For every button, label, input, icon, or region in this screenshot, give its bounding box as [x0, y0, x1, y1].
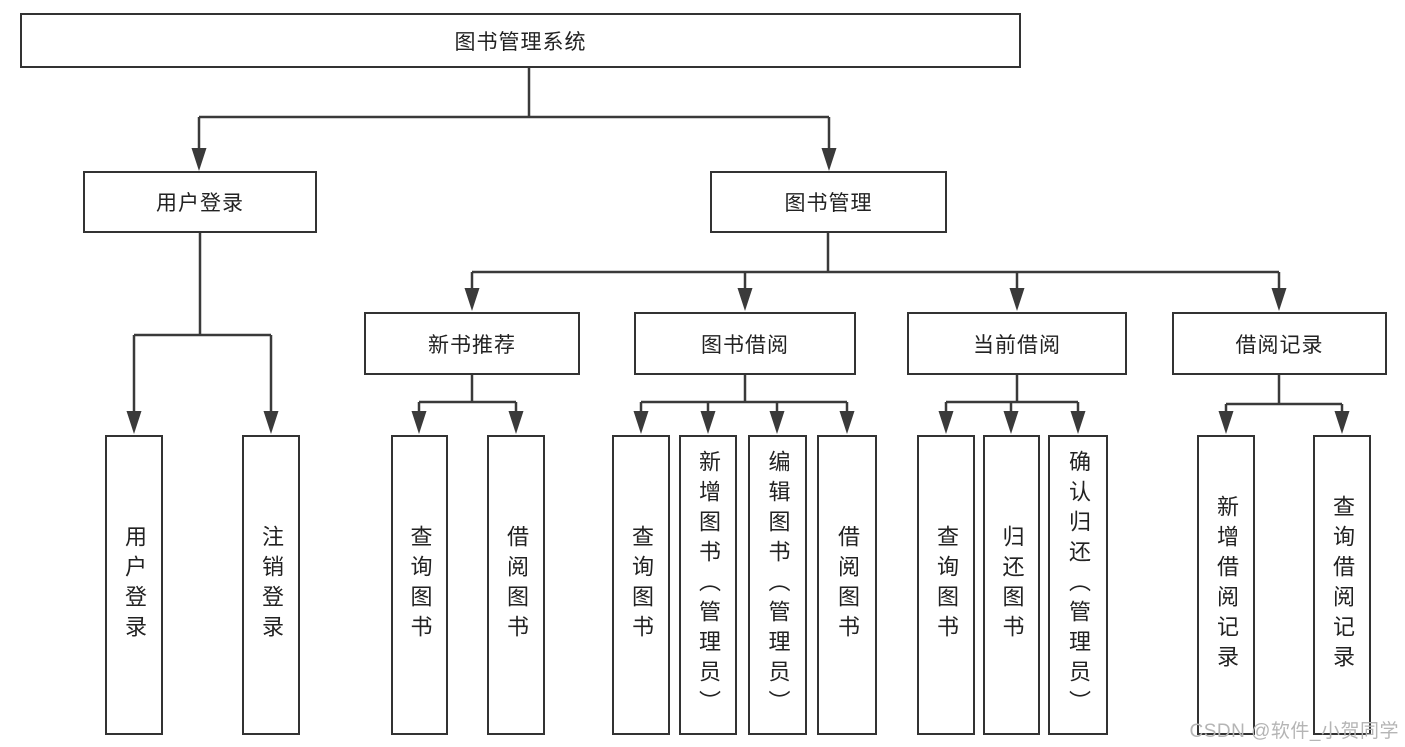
leaf-query-books-borrow: 查询图书: [612, 435, 670, 735]
arrow-down-icon: [126, 411, 142, 434]
arrow-down-icon: [1334, 411, 1350, 434]
csdn-watermark: CSDN @软件_小贺同学: [1189, 721, 1399, 742]
arrow-down-icon: [700, 411, 716, 434]
node-borrow-records: 借阅记录: [1172, 312, 1387, 375]
arrow-down-icon: [1009, 288, 1025, 311]
leaf-label: 编辑图书（管理员）: [765, 450, 791, 720]
arrow-down-icon: [821, 148, 837, 171]
arrow-down-icon: [1070, 411, 1086, 434]
leaf-return-book: 归还图书: [983, 435, 1040, 735]
leaf-add-borrow-record: 新增借阅记录: [1197, 435, 1255, 735]
leaf-borrow-books-borrow: 借阅图书: [817, 435, 877, 735]
leaf-logout: 注销登录: [242, 435, 300, 735]
node-book-borrowing: 图书借阅: [634, 312, 856, 375]
node-new-book-recommend: 新书推荐: [364, 312, 580, 375]
leaf-label: 借阅图书: [835, 525, 860, 645]
leaf-edit-book-admin: 编辑图书（管理员）: [748, 435, 807, 735]
leaf-query-books-newbook: 查询图书: [391, 435, 448, 735]
leaf-label: 查询图书: [629, 525, 654, 645]
leaf-label: 用户登录: [122, 525, 147, 645]
arrow-down-icon: [1003, 411, 1019, 434]
leaf-label: 查询图书: [934, 525, 959, 645]
arrow-down-icon: [411, 411, 427, 434]
leaf-label: 新增图书（管理员）: [696, 450, 721, 720]
arrow-down-icon: [633, 411, 649, 434]
arrow-down-icon: [1271, 288, 1287, 311]
node-current-borrowing: 当前借阅: [907, 312, 1127, 375]
leaf-query-books-current: 查询图书: [917, 435, 975, 735]
leaf-label: 借阅图书: [504, 525, 529, 645]
arrow-down-icon: [191, 148, 207, 171]
node-user-login: 用户登录: [83, 171, 317, 233]
arrow-down-icon: [938, 411, 954, 434]
leaf-confirm-return-admin: 确认归还（管理员）: [1048, 435, 1108, 735]
arrow-down-icon: [769, 411, 785, 434]
leaf-add-book-admin: 新增图书（管理员）: [679, 435, 737, 735]
leaf-label: 新增借阅记录: [1214, 495, 1239, 675]
arrow-down-icon: [263, 411, 279, 434]
arrow-down-icon: [839, 411, 855, 434]
leaf-query-borrow-record: 查询借阅记录: [1313, 435, 1371, 735]
connector-paths: [132, 68, 1344, 416]
node-book-management: 图书管理: [710, 171, 947, 233]
leaf-label: 确认归还（管理员）: [1066, 450, 1091, 720]
arrow-down-icon: [737, 288, 753, 311]
arrow-down-icon: [1218, 411, 1234, 434]
node-root-system: 图书管理系统: [20, 13, 1021, 68]
leaf-label: 归还图书: [999, 525, 1025, 645]
leaf-label: 查询借阅记录: [1330, 495, 1355, 675]
leaf-borrow-books-newbook: 借阅图书: [487, 435, 545, 735]
leaf-user-login: 用户登录: [105, 435, 163, 735]
leaf-label: 注销登录: [259, 525, 284, 645]
leaf-label: 查询图书: [407, 525, 433, 645]
arrow-down-icon: [464, 288, 480, 311]
arrowheads: [126, 148, 1350, 434]
arrow-down-icon: [508, 411, 524, 434]
